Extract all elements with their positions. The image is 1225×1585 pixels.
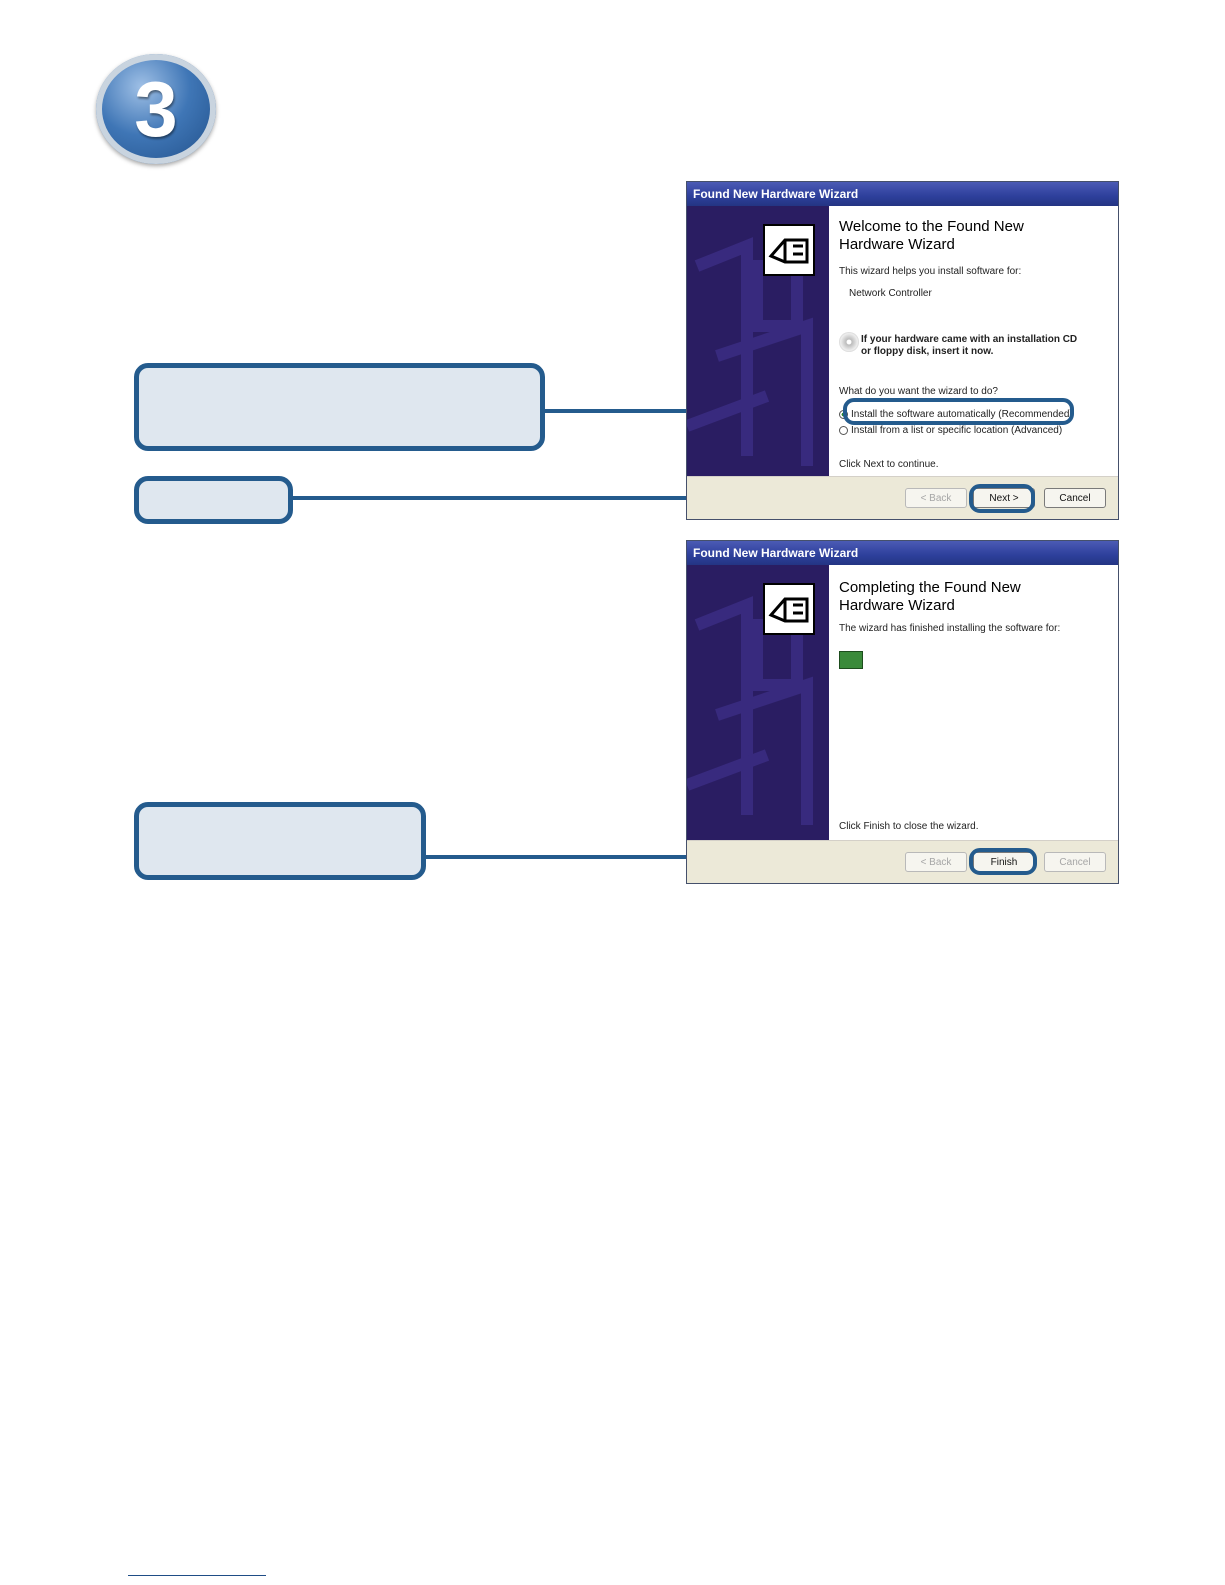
- wizard-heading-line2: Hardware Wizard: [839, 236, 955, 253]
- window-title: Found New Hardware Wizard: [687, 182, 1118, 206]
- wizard-side-graphic: [687, 206, 829, 477]
- wizard-heading-line1: Welcome to the Found New: [839, 218, 1024, 235]
- wizard-welcome-window: Found New Hardware Wizard Welcome to the…: [686, 181, 1119, 520]
- wizard-heading-line2: Hardware Wizard: [839, 597, 955, 614]
- cd-instruction-line2: or floppy disk, insert it now.: [861, 346, 994, 357]
- wizard-content: Welcome to the Found New Hardware Wizard…: [829, 206, 1118, 477]
- hardware-wizard-icon: [763, 583, 815, 635]
- cancel-button[interactable]: Cancel: [1044, 488, 1106, 508]
- wizard-intro: This wizard helps you install software f…: [839, 266, 1022, 277]
- footer-rule: [128, 1575, 266, 1576]
- highlight-finish-button: [969, 848, 1037, 875]
- cd-instruction-line1: If your hardware came with an installati…: [861, 334, 1078, 345]
- wizard-side-graphic: [687, 565, 829, 841]
- step-number: 3: [134, 65, 178, 153]
- wizard-complete-window: Found New Hardware Wizard Completing the…: [686, 540, 1119, 884]
- cd-drive-icon: [839, 332, 859, 352]
- back-button[interactable]: < Back: [905, 488, 967, 508]
- radio-install-from-list[interactable]: Install from a list or specific location…: [839, 425, 1062, 436]
- cancel-button[interactable]: Cancel: [1044, 852, 1106, 872]
- highlight-next-button: [969, 484, 1035, 513]
- wizard-graphic-icon: [687, 237, 813, 466]
- next-button[interactable]: Next >: [973, 488, 1035, 508]
- back-button[interactable]: < Back: [905, 852, 967, 872]
- wizard-continue-hint: Click Next to continue.: [839, 459, 939, 470]
- device-name: Network Controller: [849, 288, 932, 299]
- wizard-close-hint: Click Finish to close the wizard.: [839, 821, 979, 832]
- wizard-question: What do you want the wizard to do?: [839, 386, 998, 397]
- wizard-graphic-icon: [687, 596, 813, 825]
- wizard-button-bar: < Back Next > Cancel: [687, 476, 1118, 519]
- highlight-install-automatic: [843, 398, 1074, 425]
- network-card-icon: [839, 651, 863, 669]
- wizard-content: Completing the Found New Hardware Wizard…: [829, 565, 1118, 841]
- wizard-finished-text: The wizard has finished installing the s…: [839, 623, 1061, 634]
- radio-install-from-list-label: Install from a list or specific location…: [851, 425, 1063, 436]
- callout-next: [134, 476, 293, 524]
- callout-install-option: [134, 363, 545, 451]
- window-title: Found New Hardware Wizard: [687, 541, 1118, 565]
- wizard-button-bar: < Back Finish Cancel: [687, 840, 1118, 883]
- callout-finish: [134, 802, 426, 880]
- step-number-badge: 3: [96, 54, 216, 164]
- radio-icon: [839, 425, 848, 435]
- connector-next: [293, 496, 969, 500]
- hardware-wizard-icon: [763, 224, 815, 276]
- wizard-heading-line1: Completing the Found New: [839, 579, 1021, 596]
- radio-install-automatic-label: Install the software automatically (Reco…: [851, 409, 1073, 420]
